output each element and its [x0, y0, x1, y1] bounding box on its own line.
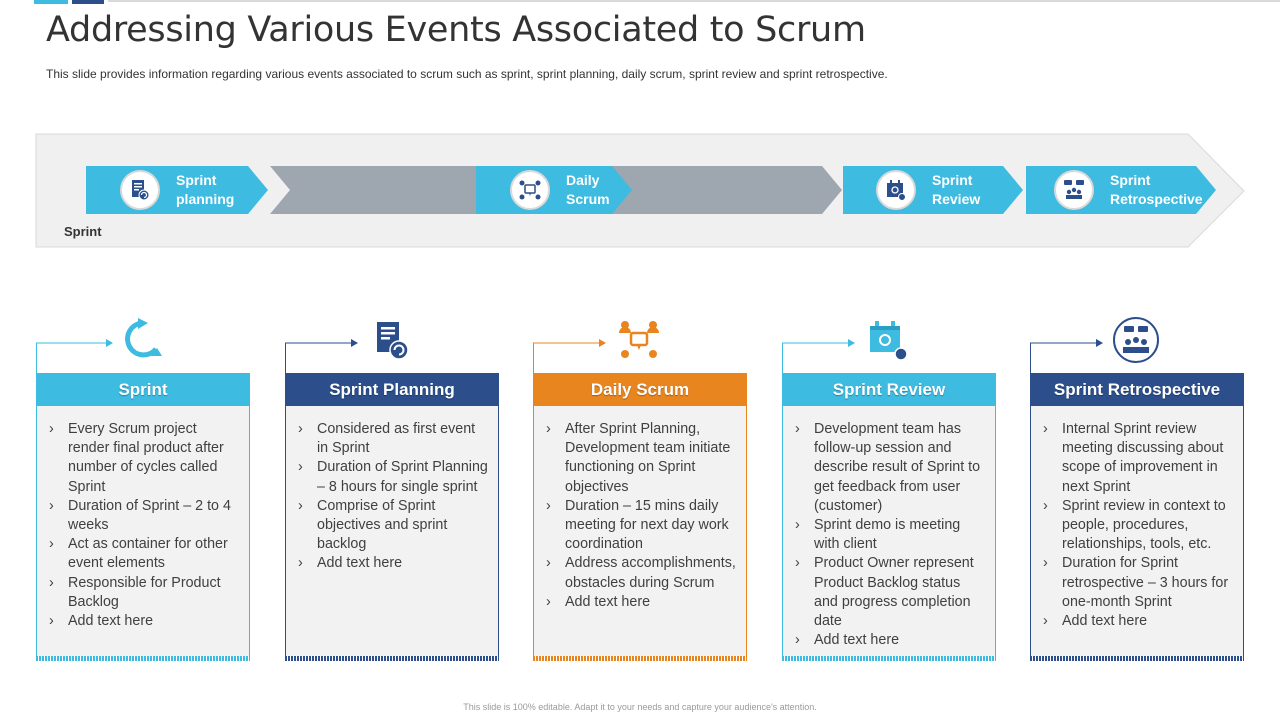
connector-arrow: [533, 339, 606, 373]
card-header: Sprint: [36, 373, 250, 406]
bullet-item: Add text here: [49, 612, 241, 631]
card-footer-stripe: [1030, 656, 1244, 661]
bullet-item: Duration – 15 mins daily meeting for nex…: [546, 497, 738, 555]
bullet-item: After Sprint Planning, Development team …: [546, 420, 738, 497]
event-card-sprint-review: Sprint Review Development team has follo…: [782, 312, 996, 662]
connector-arrow: [1030, 339, 1103, 373]
event-card-sprint-retrospective: Sprint Retrospective Internal Sprint rev…: [1030, 312, 1244, 662]
bullet-item: Duration of Sprint Planning – 8 hours fo…: [298, 458, 490, 496]
footer-note: This slide is 100% editable. Adapt it to…: [463, 702, 817, 712]
bullet-item: Address accomplishments, obstacles durin…: [546, 554, 738, 592]
top-accent-bar: [0, 0, 1280, 4]
bullet-item: Responsible for Product Backlog: [49, 574, 241, 612]
timeline-sprint-label: Sprint: [64, 224, 102, 239]
event-card-sprint-planning: Sprint Planning Considered as first even…: [285, 312, 499, 662]
bullet-list: Considered as first event in Sprint Dura…: [286, 406, 498, 574]
connector-arrow: [285, 339, 358, 373]
page-title: Addressing Various Events Associated to …: [46, 10, 866, 50]
bullet-item: Sprint review in context to people, proc…: [1043, 497, 1235, 555]
card-body: Every Scrum project render final product…: [36, 406, 250, 656]
card-body: After Sprint Planning, Development team …: [533, 406, 747, 656]
card-header: Daily Scrum: [533, 373, 747, 406]
calendar-review-icon: [870, 321, 908, 361]
card-header: Sprint Review: [782, 373, 996, 406]
accent-line: [108, 0, 1280, 2]
document-refresh-icon: [377, 322, 409, 360]
card-footer-stripe: [36, 656, 250, 661]
card-body: Internal Sprint review meeting discussin…: [1030, 406, 1244, 656]
bullet-item: Sprint demo is meeting with client: [795, 516, 987, 554]
group-discussion-icon: [1113, 317, 1159, 363]
card-footer-stripe: [533, 656, 747, 661]
event-card-sprint: Sprint Every Scrum project render final …: [36, 312, 250, 662]
document-refresh-icon: [120, 170, 160, 210]
cycle-arrow-icon: [125, 318, 162, 358]
bullet-item: Add text here: [298, 554, 490, 573]
card-body: Development team has follow-up session a…: [782, 406, 996, 656]
bullet-item: Add text here: [1043, 612, 1235, 631]
card-footer-stripe: [782, 656, 996, 661]
bullet-item: Development team has follow-up session a…: [795, 420, 987, 516]
accent-segment: [34, 0, 68, 4]
bullet-item: Add text here: [546, 593, 738, 612]
bullet-list: Development team has follow-up session a…: [783, 406, 995, 651]
bullet-item: Duration of Sprint – 2 to 4 weeks: [49, 497, 241, 535]
bullet-list: After Sprint Planning, Development team …: [534, 406, 746, 612]
card-header: Sprint Retrospective: [1030, 373, 1244, 406]
card-body: Considered as first event in Sprint Dura…: [285, 406, 499, 656]
bullet-item: Considered as first event in Sprint: [298, 420, 490, 458]
bullet-item: Add text here: [795, 631, 987, 650]
bullet-item: Duration for Sprint retrospective – 3 ho…: [1043, 554, 1235, 612]
bullet-item: Every Scrum project render final product…: [49, 420, 241, 497]
page-subtitle: This slide provides information regardin…: [46, 67, 888, 81]
bullet-item: Comprise of Sprint objectives and sprint…: [298, 497, 490, 555]
connector-arrow: [782, 339, 855, 373]
calendar-review-icon: [876, 170, 916, 210]
group-discussion-icon: [1054, 170, 1094, 210]
card-header: Sprint Planning: [285, 373, 499, 406]
connector-arrow: [36, 339, 113, 373]
bullet-list: Internal Sprint review meeting discussin…: [1031, 406, 1243, 631]
card-footer-stripe: [285, 656, 499, 661]
bullet-list: Every Scrum project render final product…: [37, 406, 249, 631]
bullet-item: Product Owner represent Product Backlog …: [795, 554, 987, 631]
team-meeting-icon: [619, 321, 659, 358]
bullet-item: Internal Sprint review meeting discussin…: [1043, 420, 1235, 497]
event-card-daily-scrum: Daily Scrum After Sprint Planning, Devel…: [533, 312, 747, 662]
bullet-item: Act as container for other event element…: [49, 535, 241, 573]
accent-segment: [72, 0, 104, 4]
team-meeting-icon: [510, 170, 550, 210]
